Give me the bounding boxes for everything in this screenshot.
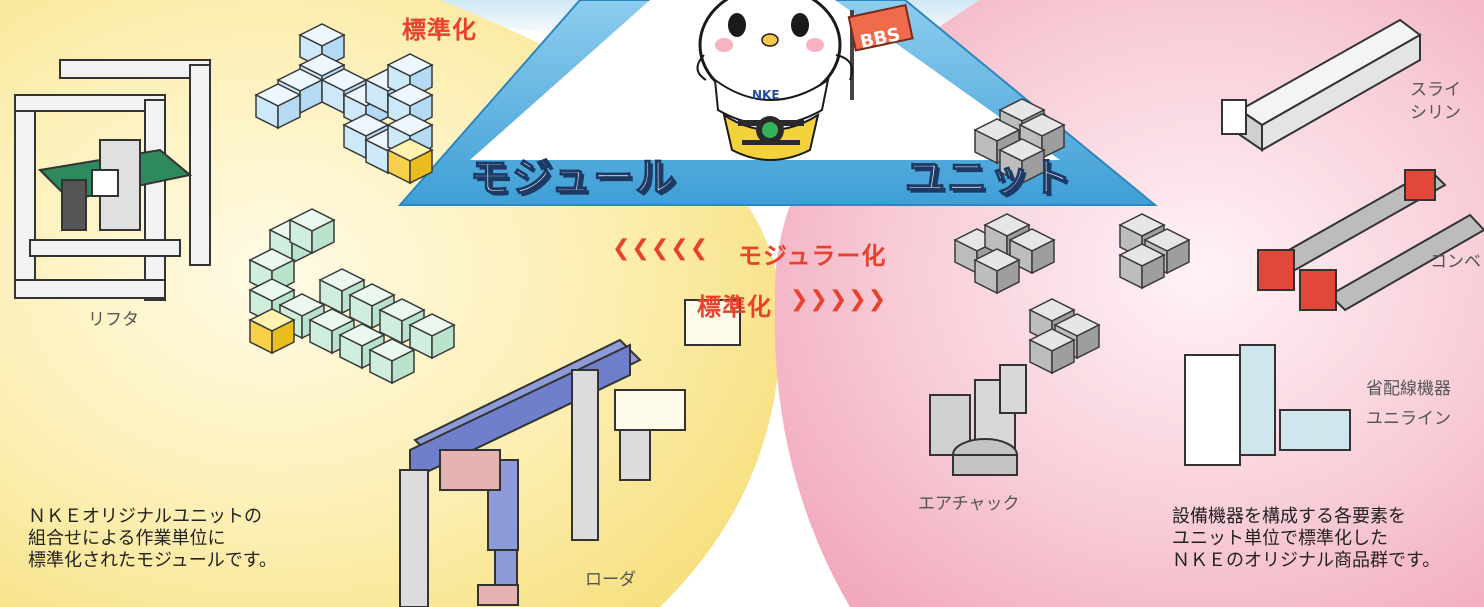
label-wiring-1: 省配線機器 bbox=[1366, 379, 1451, 399]
label-unit: ユニット bbox=[904, 154, 1073, 202]
wiring-device bbox=[1184, 344, 1351, 466]
description-left: ＮＫＥオリジナルユニットの 組合せによる作業単位に 標準化されたモジュールです。 bbox=[28, 506, 277, 571]
label-air-chuck: エアチャック bbox=[918, 494, 1020, 514]
chevrons-left: ❮❮❮❮❮ bbox=[612, 236, 710, 261]
label-standardization-top: 標準化 bbox=[402, 16, 477, 44]
label-slide-1: スライ bbox=[1410, 80, 1461, 100]
lifter-machine bbox=[14, 59, 211, 301]
cube-clusters bbox=[248, 23, 1191, 385]
label-modularization: モジュラー化 bbox=[738, 242, 887, 270]
description-right: 設備機器を構成する各要素を ユニット単位で標準化した ＮＫＥのオリジナル商品群で… bbox=[1172, 506, 1441, 571]
label-module: モジュール bbox=[469, 154, 678, 202]
mascot bbox=[696, 0, 914, 161]
label-slide-2: シリン bbox=[1410, 103, 1461, 123]
chevrons-right: ❯❯❯❯❯ bbox=[790, 287, 888, 312]
label-loader: ローダ bbox=[585, 570, 636, 590]
loader-machine bbox=[399, 299, 741, 607]
label-lifter: リフタ bbox=[88, 310, 139, 330]
label-wiring-2: ユニライン bbox=[1366, 409, 1451, 429]
label-conveyor: コンベ bbox=[1430, 252, 1481, 272]
mascot-badge: NKE bbox=[752, 88, 780, 102]
air-chuck bbox=[929, 364, 1027, 476]
conveyor bbox=[1257, 168, 1484, 312]
slide-cylinder bbox=[1221, 18, 1422, 152]
label-standardization-mid: 標準化 bbox=[697, 293, 772, 321]
